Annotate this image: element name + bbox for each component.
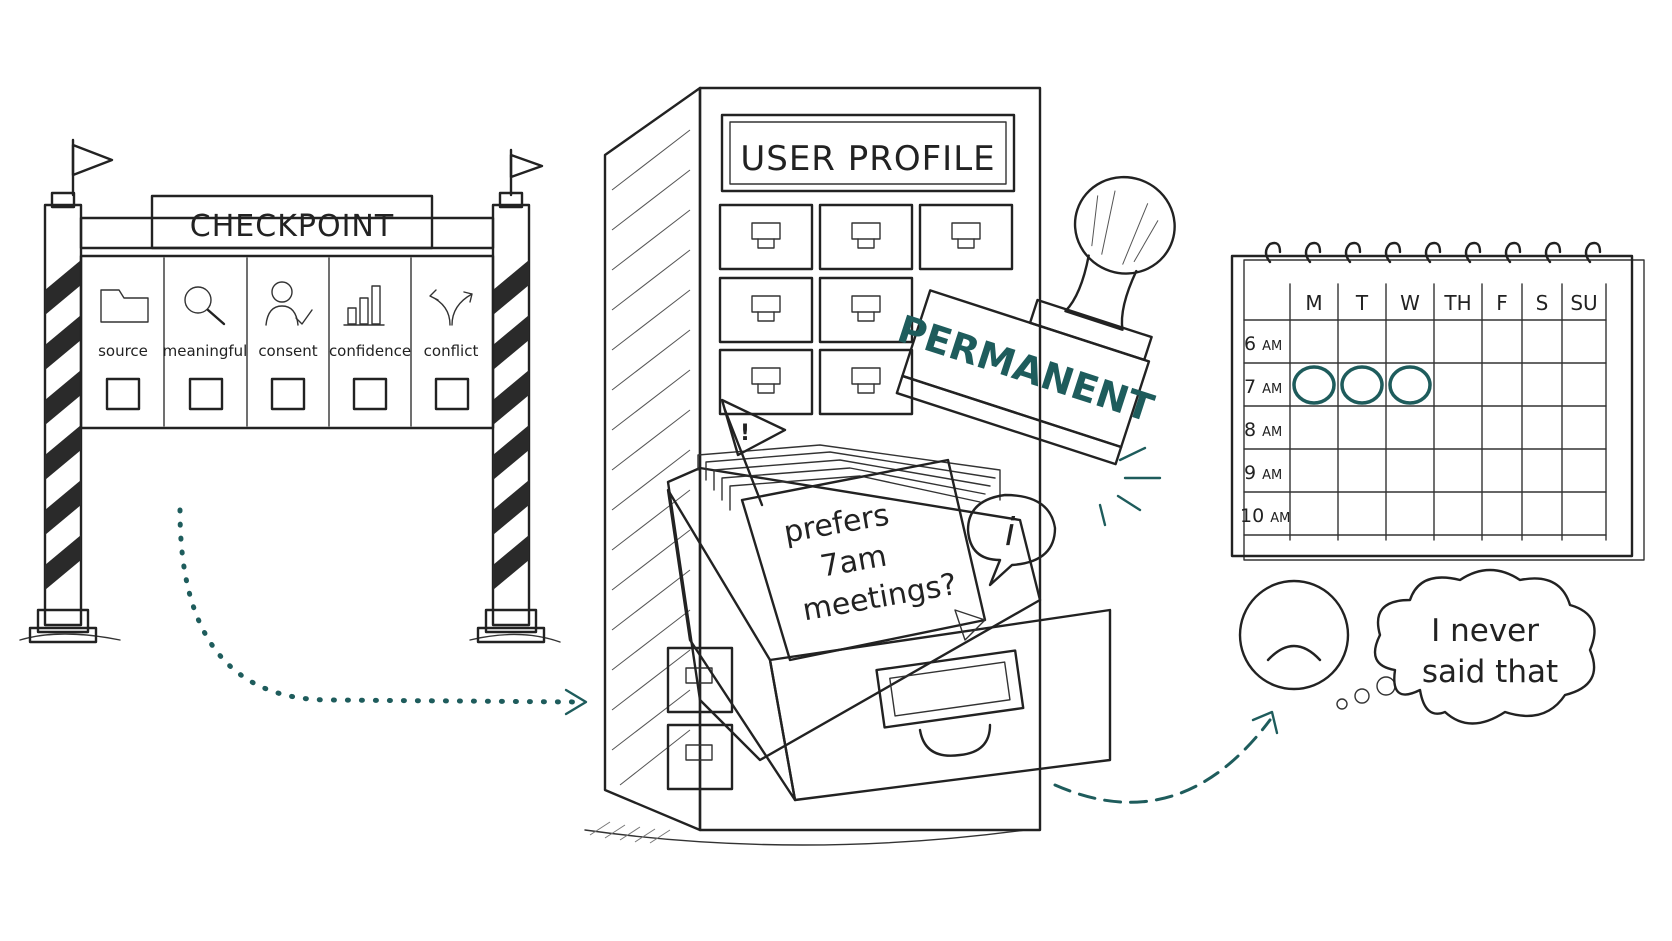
info-bubble: i	[966, 493, 1057, 587]
checkbox-meaningful[interactable]	[188, 377, 224, 411]
ground-shadow	[19, 633, 561, 643]
checkbox-consent[interactable]	[270, 377, 306, 411]
left-post-stripes	[45, 260, 81, 590]
calendar-grid	[1243, 283, 1607, 541]
note-line-2: 7am	[818, 539, 890, 585]
lower-drawer-1	[666, 646, 734, 714]
profile-plate	[720, 113, 1016, 193]
svg-text:I never said that: I never said that	[1422, 613, 1558, 690]
file-folders	[697, 444, 1001, 511]
calendar: M T W TH F S SU 6 AM 7 AM 8 AM 9 AM 10 A…	[1230, 241, 1645, 561]
criterion-label-source: source	[98, 342, 148, 360]
calendar-spiral	[1264, 241, 1602, 264]
split-arrows-icon	[429, 289, 473, 326]
circle-wed-7am	[1388, 365, 1432, 405]
warning-flag: !	[720, 398, 787, 507]
open-drawer-body	[666, 466, 1042, 762]
criterion-label-conflict: conflict	[424, 342, 479, 360]
time-9am: 9 AM	[1244, 462, 1282, 484]
time-7am: 7 AM	[1244, 376, 1282, 398]
right-flag	[509, 153, 544, 179]
checkpoint-sign	[150, 194, 434, 250]
day-s: S	[1536, 291, 1549, 315]
left-flag	[71, 143, 114, 177]
left-post-cap	[50, 191, 76, 209]
drawer-label-holder	[875, 649, 1025, 729]
side-hatching	[611, 129, 691, 786]
open-drawer-front	[768, 608, 1112, 802]
checkbox-source[interactable]	[105, 377, 141, 411]
right-post-foot	[476, 626, 546, 644]
open-drawer-side	[666, 488, 797, 802]
criteria-board	[79, 254, 495, 430]
criterion-conflict: conflict	[424, 289, 479, 411]
left-post-base	[36, 608, 90, 634]
svg-text:prefers 7am me: prefers 7am meetings?	[781, 488, 959, 629]
criterion-label-confidence: confidence	[329, 342, 411, 360]
reaction-arrowhead	[1251, 710, 1279, 735]
thought-dots	[1336, 676, 1396, 710]
dotted-flow-arrow	[177, 507, 583, 705]
circled-slots	[1292, 365, 1432, 405]
time-8am: 8 AM	[1244, 419, 1282, 441]
calendar-page	[1230, 254, 1634, 558]
info-icon: i	[1005, 510, 1016, 554]
cabinet-front	[698, 86, 1042, 832]
floor-hatching	[589, 821, 671, 844]
day-su: SU	[1570, 291, 1597, 315]
thought-line-1: I never	[1431, 613, 1539, 649]
circle-tue-7am	[1340, 365, 1384, 405]
time-6am: 6 AM	[1244, 333, 1282, 355]
lower-drawer-2	[666, 723, 734, 791]
drawer-pull-handle	[918, 723, 992, 757]
flow-arrowhead	[564, 688, 588, 716]
thought-bubble: I never said that	[1373, 568, 1596, 725]
sticky-note: prefers 7am meetings?	[740, 458, 987, 662]
right-post-base	[484, 608, 538, 634]
day-f: F	[1496, 291, 1508, 315]
criterion-confidence: confidence	[329, 285, 411, 411]
person-check-icon	[265, 281, 313, 326]
dashed-reaction-arrow	[1053, 718, 1272, 804]
bar-chart-icon	[343, 285, 385, 326]
day-th: TH	[1443, 291, 1471, 315]
day-m: M	[1305, 291, 1322, 315]
day-t: T	[1355, 291, 1369, 315]
criterion-meaningful: meaningful	[163, 286, 248, 411]
stamp-impact-lines	[1098, 446, 1162, 527]
time-10am: 10 AM	[1240, 505, 1290, 527]
warning-mark: !	[740, 421, 750, 446]
small-drawers	[718, 203, 1014, 416]
checkpoint-title: CHECKPOINT	[190, 209, 394, 244]
checkpoint-gate: CHECKPOINT source meaningful	[19, 138, 561, 644]
criterion-source: source	[98, 289, 149, 411]
folder-icon	[100, 289, 149, 323]
checkbox-confidence[interactable]	[352, 377, 388, 411]
magnifier-icon	[184, 286, 226, 326]
profile-title: USER PROFILE	[740, 139, 995, 179]
left-post-foot	[28, 626, 98, 644]
criterion-label-consent: consent	[258, 342, 317, 360]
thought-line-2: said that	[1422, 654, 1558, 690]
filing-cabinet: USER PROFILE	[584, 86, 1112, 846]
circle-mon-7am	[1292, 365, 1336, 405]
criterion-consent: consent	[258, 281, 318, 411]
day-w: W	[1400, 291, 1420, 315]
frown-face-icon	[1238, 579, 1350, 691]
checkbox-conflict[interactable]	[434, 377, 470, 411]
right-post-stripes	[493, 260, 529, 590]
criterion-label-meaningful: meaningful	[163, 342, 248, 360]
